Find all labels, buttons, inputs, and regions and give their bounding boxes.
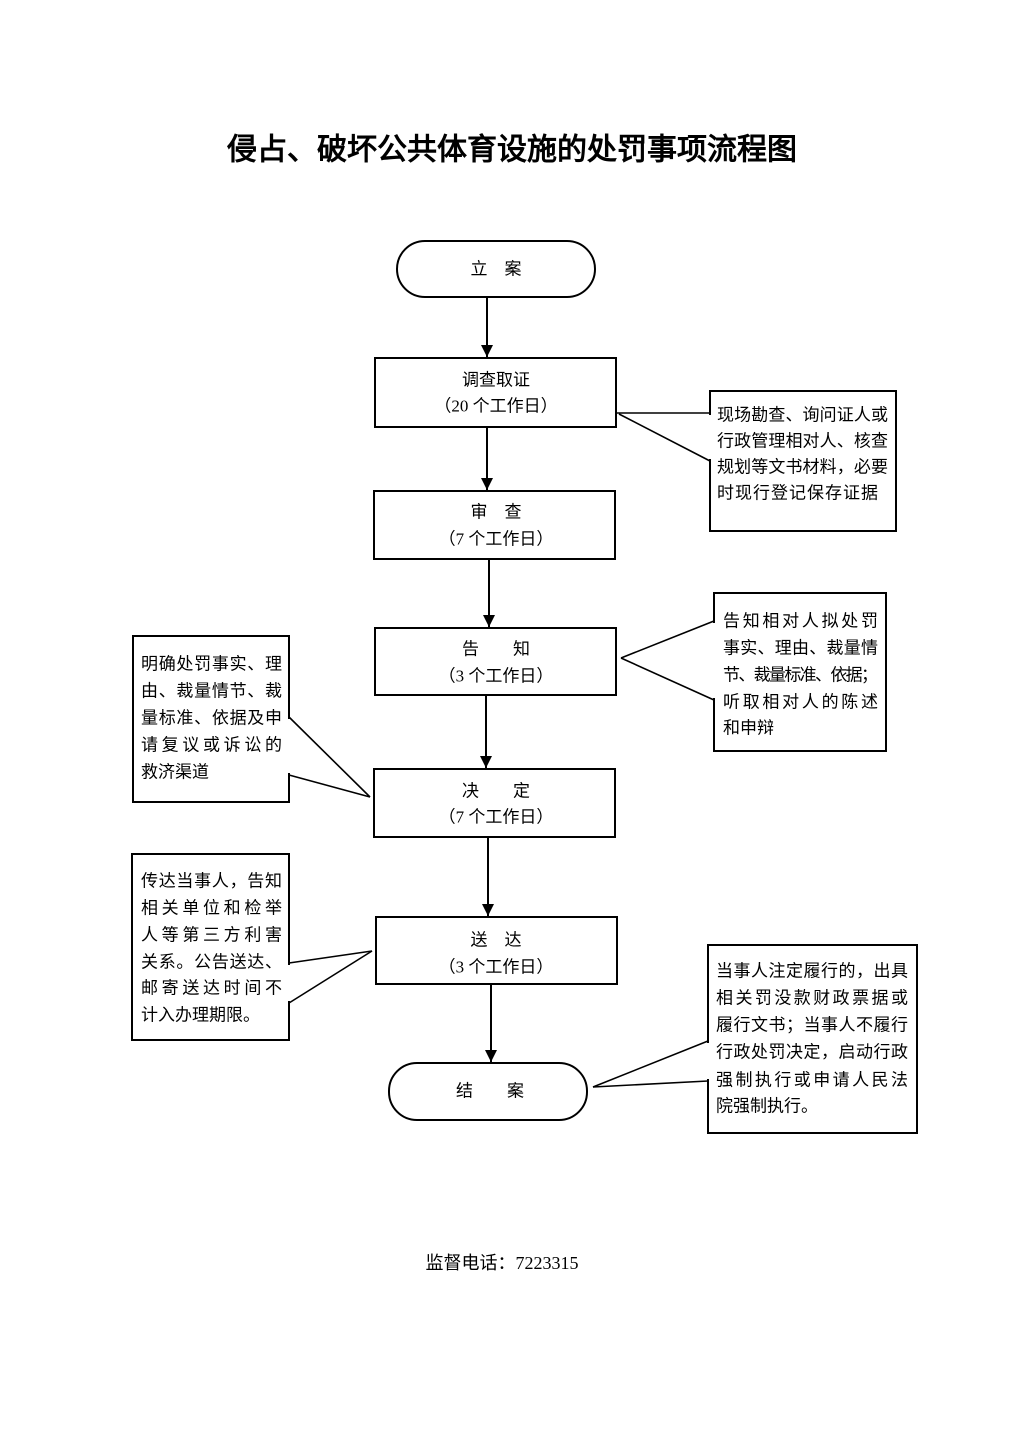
note-delivery-line: 相关单位和检举	[141, 899, 282, 918]
note-decision-line: 救济渠道	[141, 763, 209, 782]
note-decision-line: 由、裁量情节、裁	[141, 682, 282, 701]
step-notice	[374, 627, 617, 696]
step-decision-duration: （7 个工作日）	[439, 808, 554, 827]
note-decision-line: 明确处罚事实、理	[141, 655, 282, 674]
note-investigation-pointer-lower	[618, 413, 711, 462]
note-delivery-line: 关系。公告送达、	[141, 953, 282, 972]
note-closing-line: 履行文书；当事人不履行	[716, 1016, 908, 1035]
note-notice-box	[713, 592, 887, 752]
step-investigation-duration: （20 个工作日）	[434, 397, 557, 416]
step-delivery-label: 送 达	[471, 931, 522, 950]
supervision-phone: 监督电话：7223315	[426, 1253, 579, 1273]
document-title: 侵占、破坏公共体育设施的处罚事项流程图	[226, 133, 797, 167]
end-node	[388, 1062, 588, 1121]
note-closing-pointer-upper	[592, 1040, 709, 1088]
step-investigation-label: 调查取证	[462, 371, 530, 390]
note-investigation-line: 规划等文书材料，必要	[717, 458, 888, 477]
note-investigation-line: 现场勘查、询问证人或	[717, 406, 888, 425]
note-decision-line: 请复议或诉讼的	[141, 736, 282, 755]
note-notice-line: 和申辩	[723, 719, 774, 738]
step-delivery	[375, 916, 618, 985]
note-closing-box	[707, 944, 918, 1134]
note-notice-pointer-lower	[620, 657, 715, 701]
step-delivery-duration: （3 个工作日）	[439, 958, 554, 977]
note-delivery-pointer-lower	[288, 950, 373, 1004]
step-review-label: 审 查	[471, 503, 522, 522]
step-review	[373, 490, 616, 560]
note-delivery-box	[131, 853, 290, 1041]
note-closing-line: 当事人注定履行的，出具	[716, 962, 908, 981]
note-decision-pointer-lower	[288, 774, 371, 798]
note-decision-line: 量标准、依据及申	[141, 709, 282, 728]
note-delivery-line: 计入办理期限。	[141, 1006, 260, 1025]
note-delivery-line: 人等第三方利害	[141, 926, 282, 945]
end-node-label: 结 案	[456, 1082, 524, 1101]
start-node-label: 立 案	[471, 260, 522, 279]
note-investigation-line: 行政管理相对人、核查	[717, 432, 888, 451]
note-notice-line: 事实、理由、裁量情	[723, 639, 878, 658]
step-notice-duration: （3 个工作日）	[439, 667, 554, 686]
note-delivery-line: 邮寄送达时间不	[141, 979, 282, 998]
step-decision	[373, 768, 616, 838]
start-node	[396, 240, 596, 298]
note-delivery-pointer-upper	[288, 950, 373, 964]
note-closing-line: 行政处罚决定，启动行政	[716, 1043, 908, 1062]
note-investigation-line: 时现行登记保存证据	[717, 484, 878, 503]
step-review-duration: （7 个工作日）	[439, 530, 554, 549]
note-decision-box	[132, 635, 290, 803]
note-delivery-line: 传达当事人，告知	[141, 872, 282, 891]
note-closing-line: 院强制执行。	[716, 1097, 818, 1116]
step-investigation	[374, 357, 617, 428]
note-decision-pointer-upper	[288, 716, 371, 798]
step-decision-label: 决 定	[462, 782, 530, 801]
note-notice-line: 节、裁量标准、依据；	[723, 666, 878, 685]
note-investigation-box	[709, 390, 897, 532]
note-closing-pointer-lower	[592, 1080, 709, 1088]
step-notice-label: 告 知	[462, 640, 530, 659]
note-notice-pointer-upper	[620, 620, 715, 659]
